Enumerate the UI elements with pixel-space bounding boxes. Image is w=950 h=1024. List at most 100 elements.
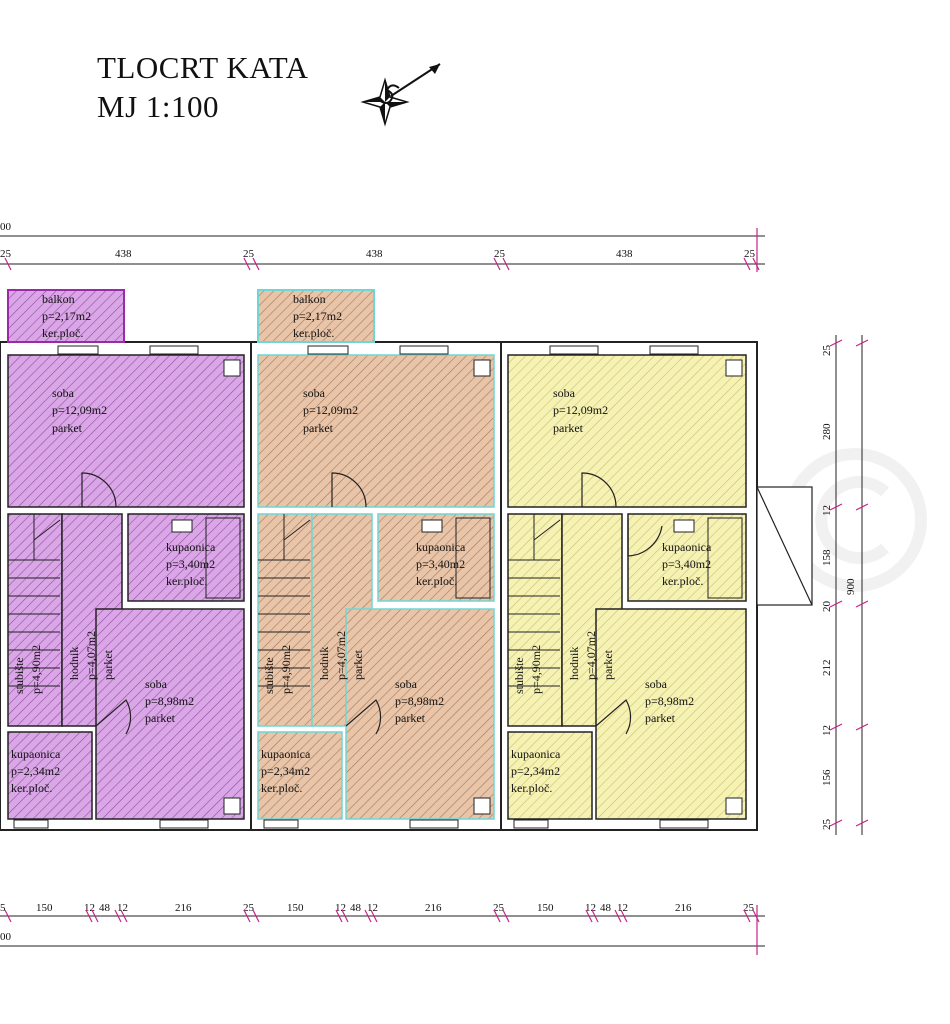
bathtub: [455, 517, 491, 599]
room-area: p=2,34m2: [11, 764, 60, 778]
dim-label: 158: [821, 549, 833, 566]
compass-star-icon: [360, 63, 441, 127]
room-floor: parket: [351, 649, 365, 680]
duct: [725, 359, 743, 377]
room-area: p=12,09m2: [52, 403, 107, 417]
right-dimension-labels: 25 280 12 158 20 212 12 156 25: [821, 345, 833, 831]
dim-label: 438: [616, 248, 633, 260]
kupaonica-bottom-room: [7, 731, 93, 820]
room-area: p=4,90m2: [29, 645, 43, 694]
dim-label: 280: [821, 423, 833, 440]
bathtub: [205, 517, 241, 599]
dim-label: 48: [600, 902, 612, 914]
window: [409, 819, 459, 829]
room-label: soba: [145, 677, 168, 691]
toilet: [421, 519, 443, 533]
room-area: p=3,40m2: [166, 557, 215, 571]
dim-label: 25: [821, 819, 833, 831]
entrance-steps: [756, 486, 813, 606]
staircase: [8, 514, 61, 687]
top-dimensions: [0, 235, 765, 265]
soba-top-room: [257, 354, 495, 508]
dim-label: 48: [350, 902, 362, 914]
room-area: p=3,40m2: [416, 557, 465, 571]
soba-top-room: [507, 354, 747, 508]
room-floor: ker.ploč.: [511, 781, 552, 795]
room-floor: ker.ploč.: [42, 326, 83, 340]
room-label: hodnik: [67, 647, 81, 680]
top-dimension-ticks: [4, 228, 760, 272]
room-area: p=8,98m2: [645, 694, 694, 708]
room-floor: parket: [145, 711, 176, 725]
bottom-dimension-labels: 5 150 12 48 12 216 25 150 12 48 12 216 2…: [0, 902, 755, 914]
dim-label: 12: [821, 505, 833, 516]
door: [345, 699, 382, 735]
right-dimension-ticks: [829, 339, 869, 827]
door: [95, 699, 132, 735]
dim-label: 12: [84, 902, 95, 914]
dimension-right-total: 900: [845, 578, 857, 595]
dim-label: 438: [115, 248, 132, 260]
duct: [223, 359, 241, 377]
room-floor: ker.ploč.: [416, 574, 457, 588]
room-floor: parket: [101, 649, 115, 680]
dim-label: 25: [743, 902, 755, 914]
dim-label: 20: [821, 601, 833, 613]
right-dimensions: [835, 335, 863, 835]
door: [81, 472, 117, 508]
dim-label: 12: [821, 725, 833, 736]
room-label: hodnik: [567, 647, 581, 680]
unit-left: balkon p=2,17m2 ker.ploč. soba p=12,09m2…: [7, 289, 245, 829]
dim-label: 12: [585, 902, 596, 914]
door: [331, 472, 367, 508]
room-floor: ker.ploč.: [293, 326, 334, 340]
dimension-bottom-total: 00: [0, 931, 12, 943]
room-area: p=2,17m2: [293, 309, 342, 323]
door: [627, 520, 663, 557]
room-label: stubište: [12, 657, 26, 694]
duct: [223, 797, 241, 815]
room-label: soba: [303, 386, 326, 400]
stubiste-room: [7, 513, 63, 727]
room-label: kupaonica: [662, 540, 712, 554]
room-floor: parket: [52, 421, 83, 435]
room-area: p=4,90m2: [529, 645, 543, 694]
room-label: stubište: [262, 657, 276, 694]
dim-label: 216: [175, 902, 192, 914]
door: [581, 472, 617, 508]
soba-top-room: [7, 354, 245, 508]
dim-label: 150: [287, 902, 304, 914]
room-floor: parket: [645, 711, 676, 725]
top-dimension-labels: 25 438 25 438 25 438 25: [0, 248, 756, 260]
room-label: kupaonica: [416, 540, 466, 554]
room-floor: parket: [553, 421, 584, 435]
room-label: soba: [52, 386, 75, 400]
room-label: kupaonica: [166, 540, 216, 554]
balkon-room: [7, 289, 125, 343]
dim-label: 25: [821, 345, 833, 357]
drawing-title: TLOCRT KATA: [97, 50, 309, 85]
room-label: soba: [553, 386, 576, 400]
kupaonica-bottom-room: [507, 731, 593, 820]
dim-label: 12: [117, 902, 128, 914]
window: [149, 345, 199, 355]
soba-bottom-room: [595, 608, 747, 820]
room-label: soba: [645, 677, 668, 691]
window: [549, 345, 599, 355]
room-label: soba: [395, 677, 418, 691]
toilet: [673, 519, 695, 533]
door: [595, 699, 632, 735]
room-label: balkon: [42, 292, 75, 306]
staircase: [508, 514, 561, 687]
window: [57, 345, 99, 355]
dim-label: 438: [366, 248, 383, 260]
dim-label: 25: [0, 248, 12, 260]
room-area: p=4,07m2: [334, 631, 348, 680]
room-label: balkon: [293, 292, 326, 306]
drawing-scale: MJ 1:100: [97, 89, 219, 124]
room-area: p=12,09m2: [303, 403, 358, 417]
soba-bottom-room: [345, 608, 495, 820]
bottom-dimensions: [0, 915, 765, 947]
window: [659, 819, 709, 829]
dim-label: 216: [425, 902, 442, 914]
